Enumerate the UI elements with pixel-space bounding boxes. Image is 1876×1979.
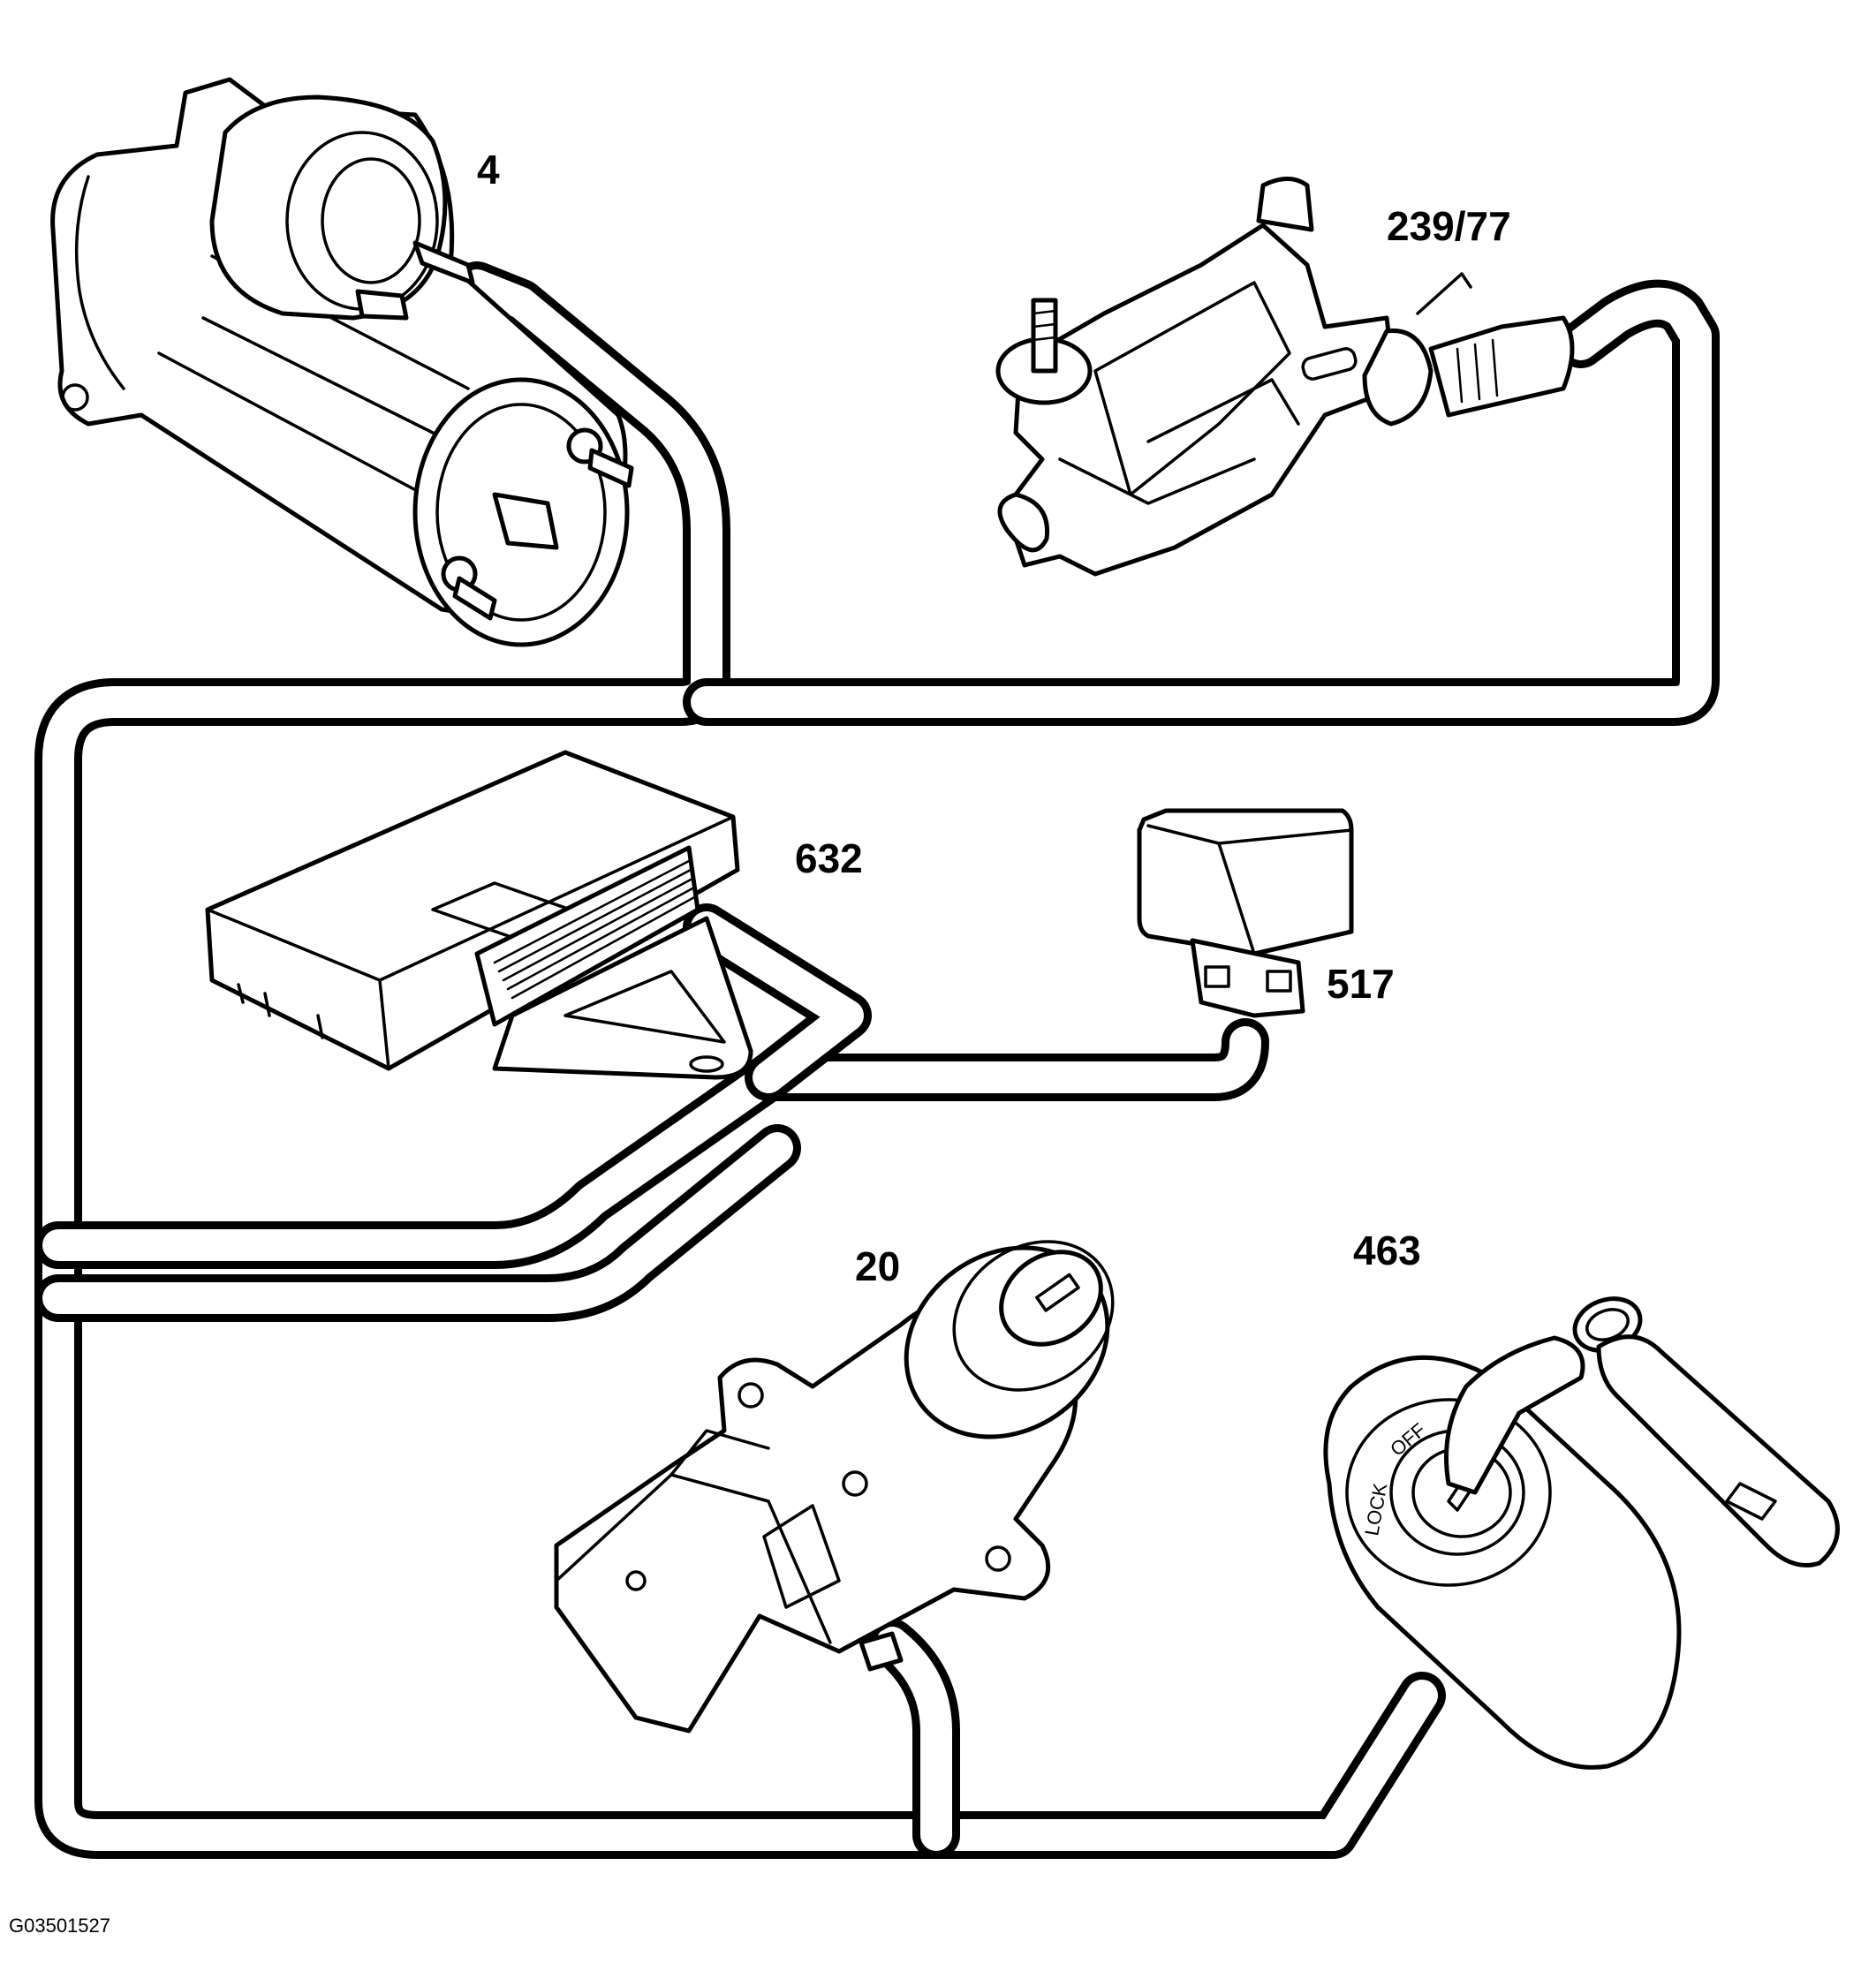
starter-motor — [50, 77, 634, 647]
callout-control-module: 632 — [795, 835, 863, 881]
callout-keyless-start: 463 — [1353, 1227, 1421, 1273]
control-module — [205, 750, 753, 1080]
ignition-switch — [554, 1240, 1115, 1734]
harness-lower-loop — [34, 1124, 960, 1859]
figure-reference: G03501527 — [9, 1915, 110, 1937]
callout-inhibitor-switch: 239/77 — [1387, 203, 1511, 249]
callout-ignition-switch: 20 — [855, 1243, 900, 1289]
wiring-harness — [34, 261, 1720, 1859]
inhibitor-switch — [995, 177, 1575, 577]
harness-starter-branch — [34, 261, 1446, 1859]
harness-inhibitor-branch — [683, 279, 1720, 726]
harness-module-loop — [34, 903, 1269, 1269]
keyless-start-switch: LOCK OFF ON — [1323, 1296, 1840, 1770]
relay — [1137, 808, 1354, 1018]
callout-starter-motor: 4 — [477, 147, 500, 193]
callout-relay: 517 — [1327, 961, 1395, 1007]
